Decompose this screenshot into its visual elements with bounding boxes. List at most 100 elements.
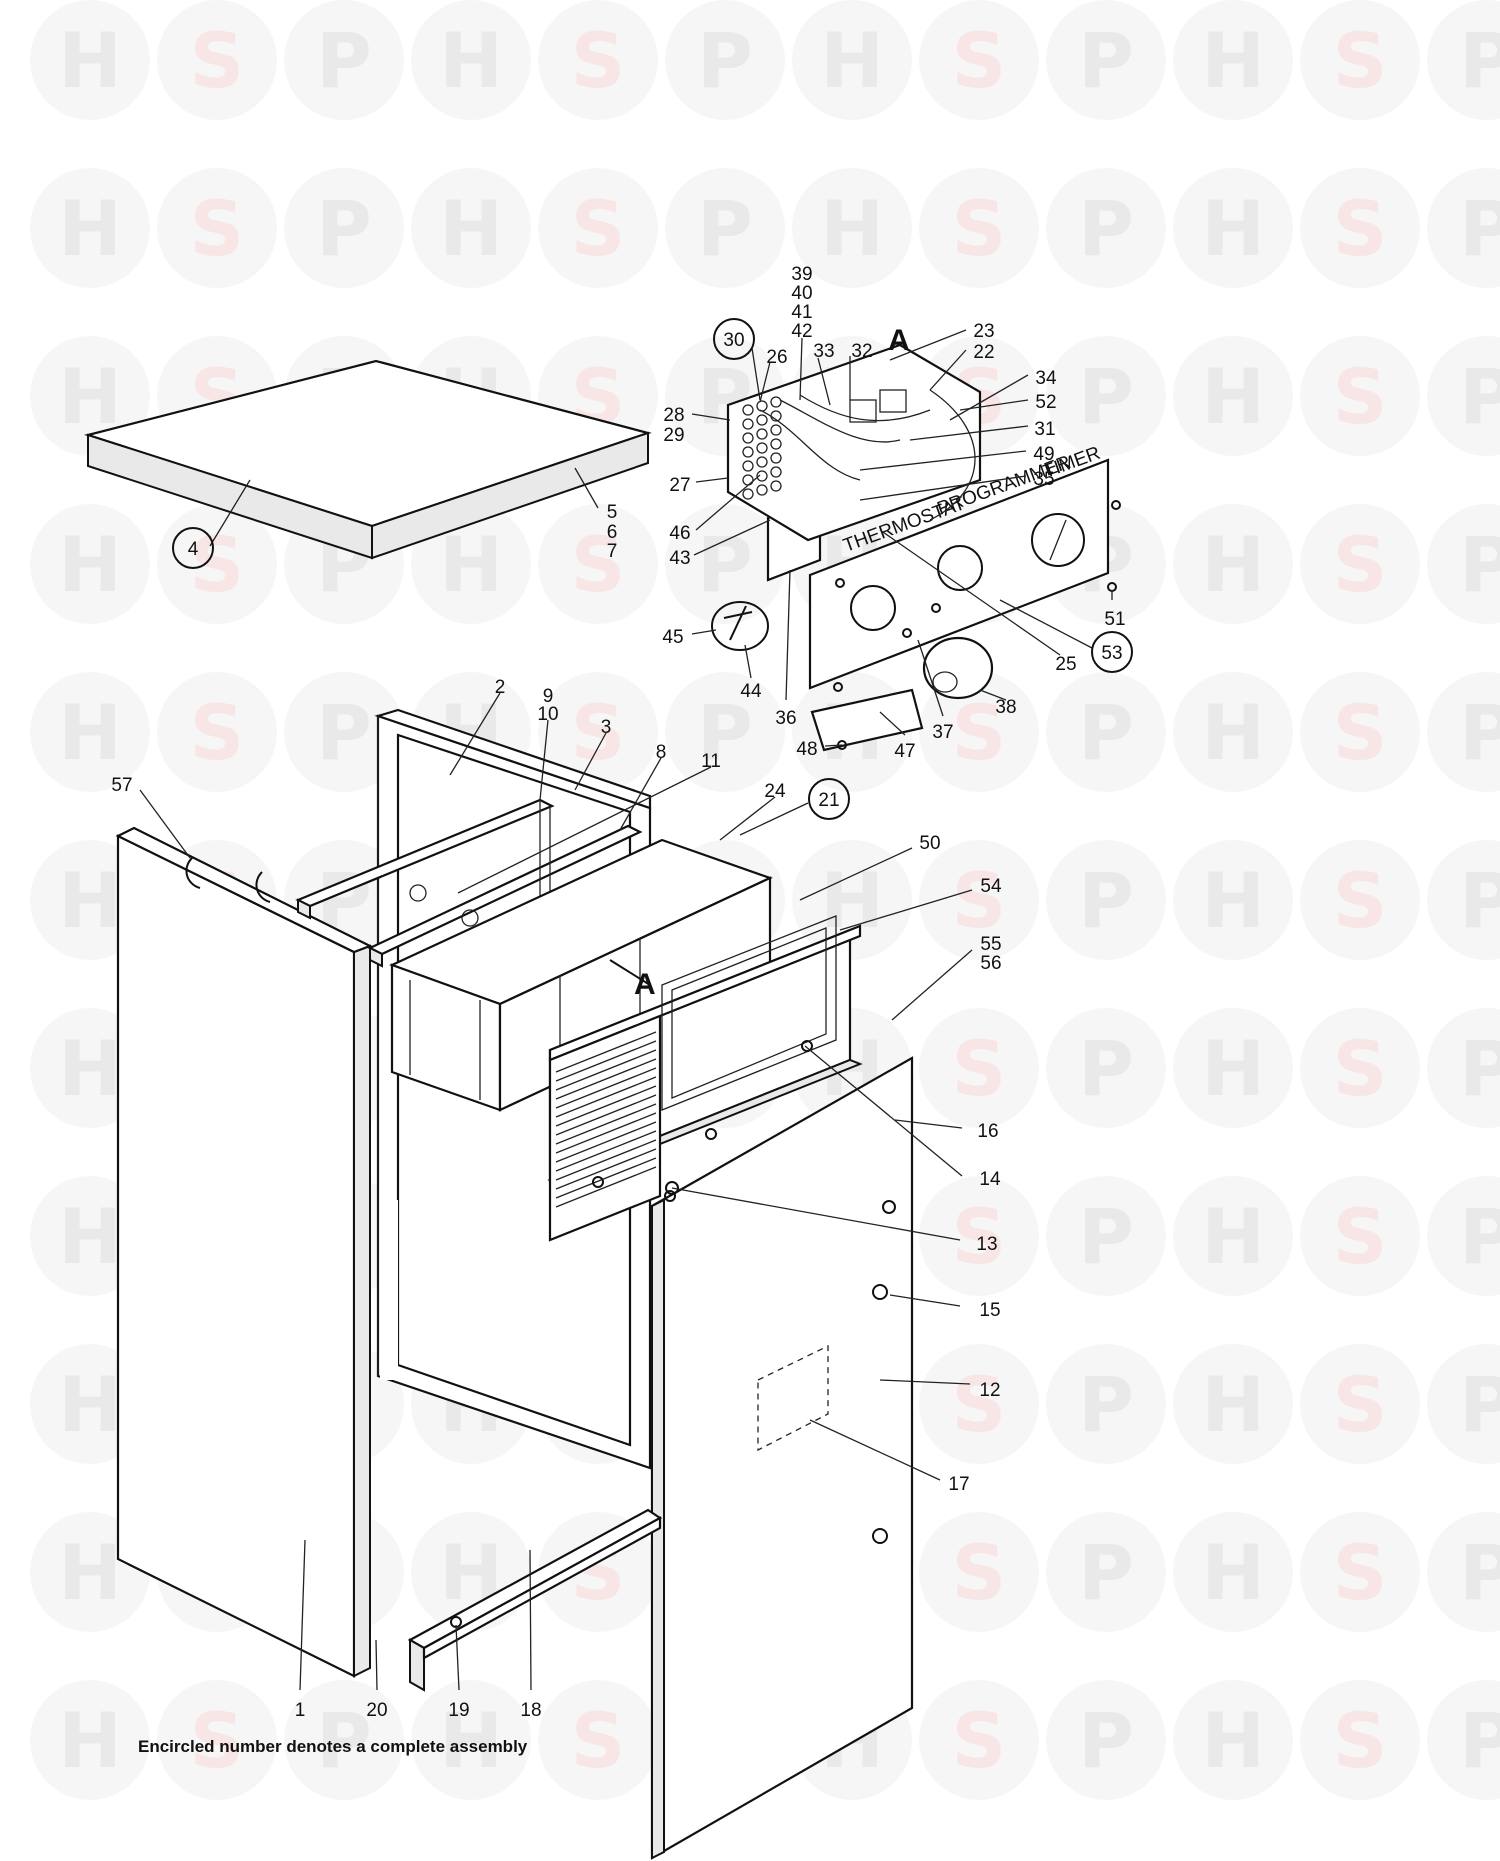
part-label: 43 bbox=[669, 548, 690, 569]
callout-30: 30 bbox=[713, 318, 755, 360]
callout-6: 6 bbox=[607, 522, 618, 543]
watermark-cell: H bbox=[1173, 0, 1293, 120]
watermark-cell: P bbox=[1427, 336, 1500, 456]
svg-text:S: S bbox=[1333, 1696, 1388, 1785]
callout-51: 51 bbox=[1104, 609, 1125, 630]
watermark-cell: H bbox=[792, 0, 912, 120]
watermark-cell: P bbox=[1046, 336, 1166, 456]
part-label: 51 bbox=[1104, 609, 1125, 630]
leader-line bbox=[449, 692, 501, 776]
svg-text:P: P bbox=[1459, 1024, 1500, 1113]
part-label: 33 bbox=[813, 341, 834, 362]
callout-4: 4 bbox=[172, 527, 214, 569]
watermark-cell: S bbox=[1300, 1008, 1420, 1128]
svg-text:H: H bbox=[58, 856, 122, 945]
part-label: 2 bbox=[495, 677, 506, 698]
leader-line bbox=[751, 347, 761, 401]
svg-text:P: P bbox=[1078, 1696, 1134, 1785]
leader-line bbox=[929, 349, 967, 391]
clips bbox=[185, 857, 271, 903]
terminal-block bbox=[742, 396, 782, 500]
svg-text:P: P bbox=[1078, 184, 1134, 273]
svg-text:P: P bbox=[1078, 856, 1134, 945]
part-label: 8 bbox=[656, 742, 667, 763]
watermark-cell: P bbox=[1046, 168, 1166, 288]
leader-line bbox=[691, 629, 717, 635]
callout-25: 25 bbox=[1055, 654, 1076, 675]
leader-line bbox=[894, 1119, 963, 1129]
svg-text:P: P bbox=[1459, 688, 1500, 777]
svg-text:H: H bbox=[1201, 1360, 1265, 1449]
watermark-cell: P bbox=[665, 168, 785, 288]
svg-text:H: H bbox=[1201, 184, 1265, 273]
leader-line bbox=[375, 1639, 378, 1691]
assembly-circle bbox=[808, 778, 850, 820]
leader-line bbox=[574, 732, 607, 791]
callout-18: 18 bbox=[520, 1700, 541, 1721]
terminal bbox=[756, 442, 768, 454]
part-label: 9 bbox=[543, 686, 554, 707]
grille-slat bbox=[555, 1148, 657, 1190]
svg-text:S: S bbox=[190, 1696, 245, 1785]
part-label: 36 bbox=[775, 708, 796, 729]
svg-text:S: S bbox=[1333, 520, 1388, 609]
callout-11: 11 bbox=[701, 751, 721, 772]
leader-line bbox=[949, 374, 1029, 421]
callout-57: 57 bbox=[111, 775, 132, 796]
svg-text:S: S bbox=[190, 184, 245, 273]
svg-text:S: S bbox=[952, 856, 1007, 945]
leader-line bbox=[457, 766, 712, 894]
terminal bbox=[756, 414, 768, 426]
part-label: 31 bbox=[1034, 419, 1055, 440]
watermark-cell: S bbox=[1300, 0, 1420, 120]
watermark-cell: P bbox=[1427, 1008, 1500, 1128]
watermark-cell: S bbox=[1300, 672, 1420, 792]
assembly-circle bbox=[1091, 631, 1133, 673]
terminal bbox=[756, 470, 768, 482]
svg-text:P: P bbox=[1459, 856, 1500, 945]
top-rails bbox=[295, 798, 643, 968]
svg-text:P: P bbox=[1459, 1528, 1500, 1617]
part-label: 27 bbox=[669, 475, 690, 496]
grille-slat bbox=[555, 1058, 657, 1100]
part-label: 29 bbox=[663, 425, 684, 446]
svg-text:S: S bbox=[571, 688, 626, 777]
leader-line bbox=[744, 644, 752, 679]
leader-line bbox=[979, 689, 1007, 701]
watermark-cell: P bbox=[284, 168, 404, 288]
watermark-cell: S bbox=[919, 1176, 1039, 1296]
callout-23: 23 bbox=[973, 321, 994, 342]
callout-35: 35 bbox=[1033, 469, 1054, 490]
part-label: 32 bbox=[851, 341, 872, 362]
svg-text:H: H bbox=[1201, 856, 1265, 945]
bottom-rail bbox=[407, 1508, 663, 1692]
view-arrow bbox=[609, 959, 651, 986]
svg-text:S: S bbox=[1333, 1192, 1388, 1281]
leader-line bbox=[693, 519, 771, 556]
part-label: 57 bbox=[111, 775, 132, 796]
svg-text:H: H bbox=[1201, 688, 1265, 777]
watermark-cell: P bbox=[1427, 1512, 1500, 1632]
terminal bbox=[756, 484, 768, 496]
terminal bbox=[742, 404, 754, 416]
watermark-cell: S bbox=[157, 0, 277, 120]
leader-line bbox=[619, 757, 662, 831]
watermark-cell: S bbox=[157, 672, 277, 792]
svg-text:P: P bbox=[1459, 184, 1500, 273]
part-label: 4 bbox=[188, 539, 199, 560]
leader-line bbox=[879, 1379, 971, 1385]
terminal bbox=[742, 432, 754, 444]
view-marker-small: A bbox=[634, 968, 656, 1001]
watermark-cell: H bbox=[411, 0, 531, 120]
watermark-cell: S bbox=[538, 672, 658, 792]
callout-49: 49 bbox=[1033, 444, 1054, 465]
watermark-cell: H bbox=[30, 168, 150, 288]
callout-46: 46 bbox=[669, 523, 690, 544]
part-label: 21 bbox=[818, 790, 839, 811]
watermark-cell: S bbox=[1300, 1680, 1420, 1800]
leader-line bbox=[824, 744, 843, 747]
grille-slat bbox=[555, 1166, 657, 1208]
part-label: 17 bbox=[948, 1474, 969, 1495]
part-label: 7 bbox=[607, 541, 618, 562]
